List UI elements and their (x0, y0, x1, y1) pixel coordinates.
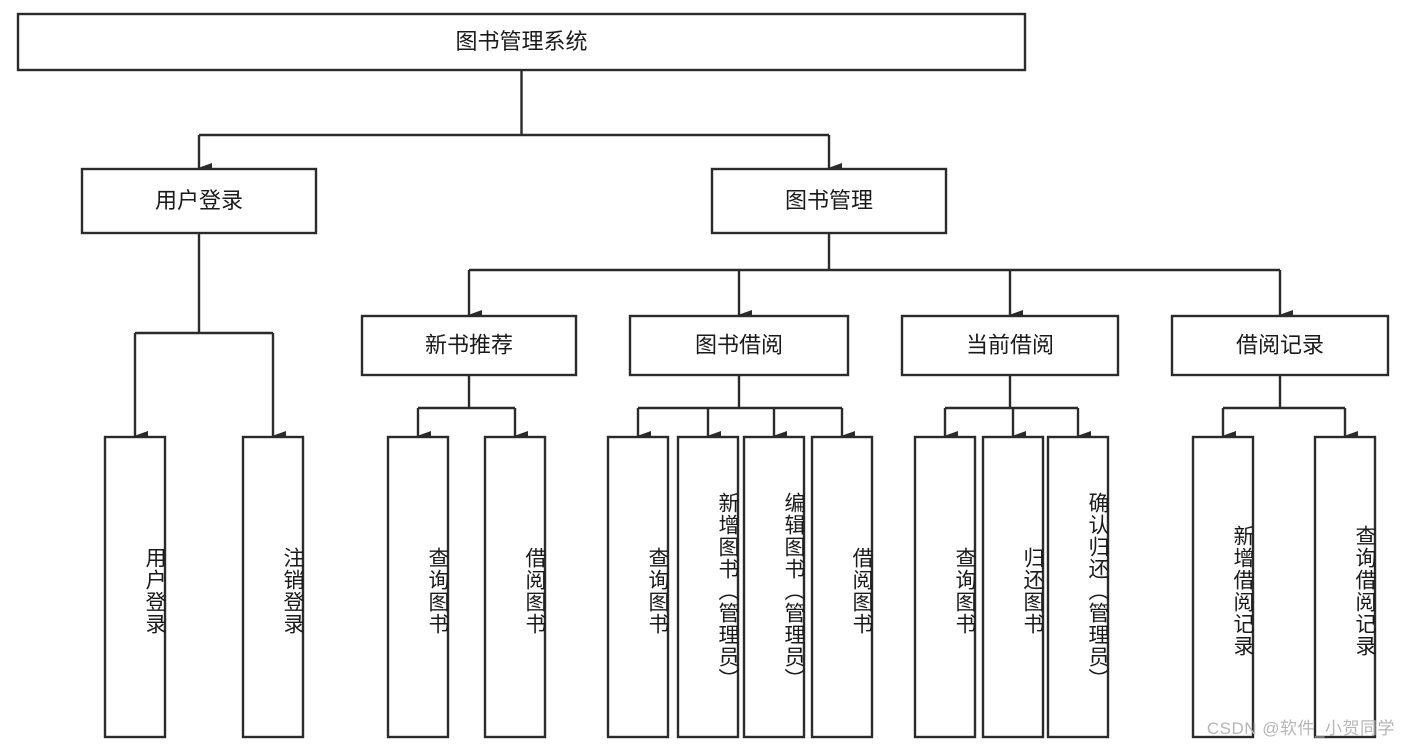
node-box-leaf-query-book-2[interactable] (606, 435, 670, 739)
node-box-leaf-confirm-return[interactable] (1046, 435, 1110, 739)
node-label-book-borrow: 图书借阅 (695, 332, 783, 357)
node-label-new-book-rec: 新书推荐 (425, 332, 513, 357)
node-label-borrow-record: 借阅记录 (1236, 332, 1324, 357)
node-label-root: 图书管理系统 (455, 29, 587, 54)
node-box-borrow-record[interactable] (1170, 314, 1390, 377)
node-box-leaf-borrow-book-1[interactable] (483, 435, 547, 739)
node-box-leaf-query-record[interactable] (1313, 435, 1377, 739)
node-box-leaf-borrow-book-2[interactable] (810, 435, 874, 739)
connectors-layer (133, 70, 1358, 441)
node-box-leaf-user-login[interactable] (103, 435, 167, 739)
node-box-root[interactable] (16, 12, 1027, 72)
node-box-leaf-add-book[interactable] (676, 435, 740, 739)
node-box-book-borrow[interactable] (628, 314, 850, 377)
node-box-new-book-rec[interactable] (360, 314, 578, 377)
node-box-leaf-return-book[interactable] (981, 435, 1045, 739)
node-box-leaf-edit-book[interactable] (742, 435, 806, 739)
node-label-current-borrow: 当前借阅 (966, 332, 1054, 357)
node-label-user-login: 用户登录 (155, 188, 243, 213)
node-box-book-manage[interactable] (710, 167, 948, 235)
node-label-book-manage: 图书管理 (785, 188, 873, 213)
node-box-leaf-query-book-1[interactable] (386, 435, 450, 739)
node-box-leaf-add-record[interactable] (1191, 435, 1255, 739)
watermark: CSDN @软件_小贺同学 (1206, 719, 1395, 738)
node-box-leaf-query-book-3[interactable] (913, 435, 977, 739)
node-box-user-login[interactable] (80, 167, 318, 235)
boxes-layer (16, 12, 1390, 739)
node-box-leaf-logout[interactable] (241, 435, 305, 739)
node-box-current-borrow[interactable] (900, 314, 1120, 377)
